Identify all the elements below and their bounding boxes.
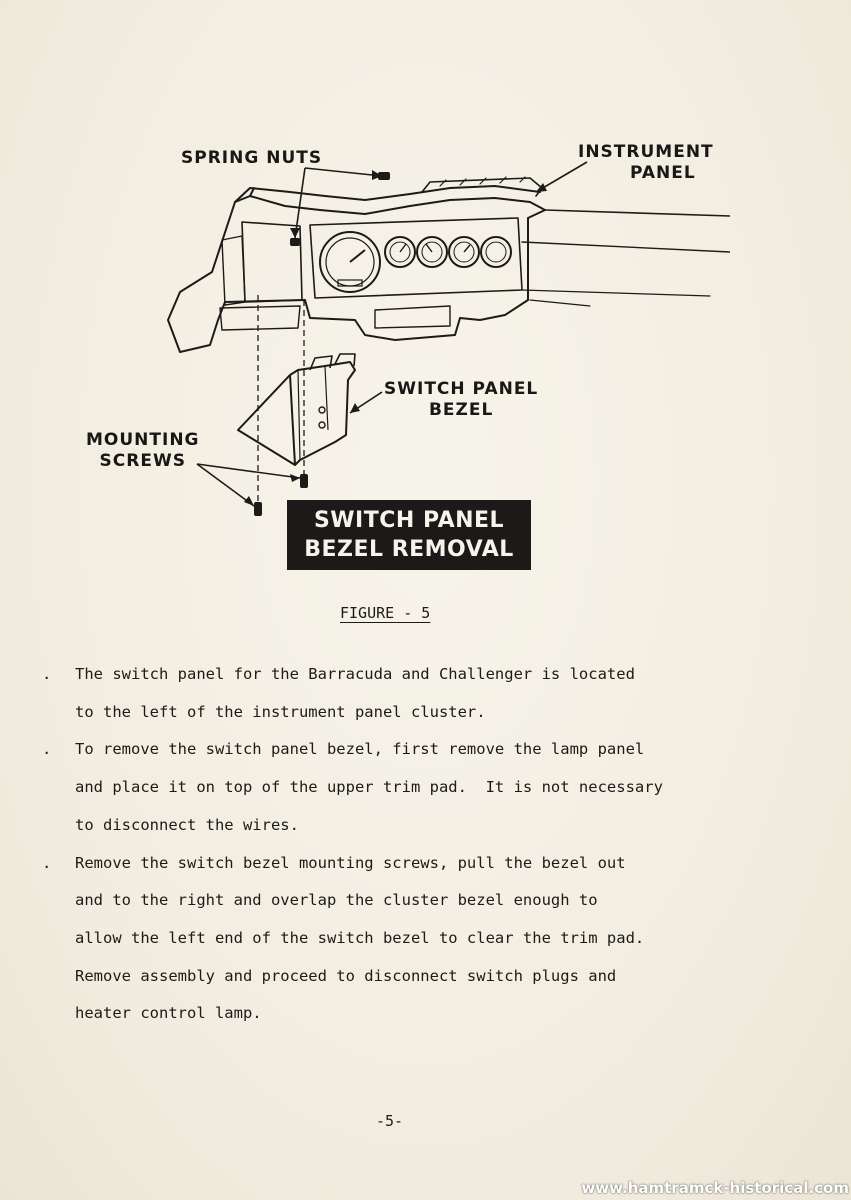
bullet-2: . <box>42 740 52 759</box>
gauge-4 <box>448 236 480 268</box>
instrument-panel-label-line2: PANEL <box>629 163 696 183</box>
switch-panel-bezel-label-line1: SWITCH PANEL <box>384 379 539 399</box>
spring-nut-upper <box>378 172 390 180</box>
paragraph-3: . Remove the switch bezel mounting screw… <box>42 845 802 1034</box>
paragraph-1: . The switch panel for the Barracuda and… <box>42 656 802 731</box>
spring-nuts-label: SPRING NUTS <box>181 148 323 168</box>
page-number: -5- <box>376 1112 404 1130</box>
figure-caption: FIGURE - 5 <box>340 604 431 622</box>
figure-title-line2: BEZEL REMOVAL <box>304 537 514 562</box>
mounting-screws-label-line2: SCREWS <box>99 451 186 471</box>
bullet-3: . <box>42 853 52 872</box>
figure-title-box: SWITCH PANEL BEZEL REMOVAL <box>287 500 531 570</box>
gauge-3 <box>416 236 448 268</box>
gauge-5 <box>480 236 512 268</box>
body-text: . The switch panel for the Barracuda and… <box>42 656 802 1033</box>
switch-panel-bezel-label: SWITCH PANEL BEZEL <box>384 379 538 421</box>
bullet-1: . <box>42 665 52 683</box>
instrument-panel-diagram <box>167 161 730 516</box>
watermark: www.hamtramck-historical.com <box>581 1179 849 1197</box>
gauge-2 <box>384 236 416 268</box>
paragraph-2: . To remove the switch panel bezel, firs… <box>42 731 802 844</box>
paragraph-1-text: The switch panel for the Barracuda and C… <box>75 665 635 721</box>
mounting-screw-right <box>300 474 308 488</box>
switch-panel-bezel <box>237 361 356 466</box>
speedometer-gauge <box>319 231 381 293</box>
spring-nut-lower <box>290 238 300 246</box>
mounting-screws-label-line1: MOUNTING <box>86 430 200 450</box>
paragraph-3-text: Remove the switch bezel mounting screws,… <box>75 853 645 1023</box>
instrument-panel-label: INSTRUMENT PANEL <box>578 142 714 184</box>
switch-panel-bezel-label-line2: BEZEL <box>428 400 494 420</box>
instrument-panel-label-line1: INSTRUMENT <box>578 142 714 162</box>
paragraph-2-text: To remove the switch panel bezel, first … <box>75 740 663 834</box>
mounting-screw-left <box>254 502 262 516</box>
figure-title-line1: SWITCH PANEL <box>313 508 505 533</box>
mounting-screws-label: MOUNTING SCREWS <box>86 430 200 472</box>
